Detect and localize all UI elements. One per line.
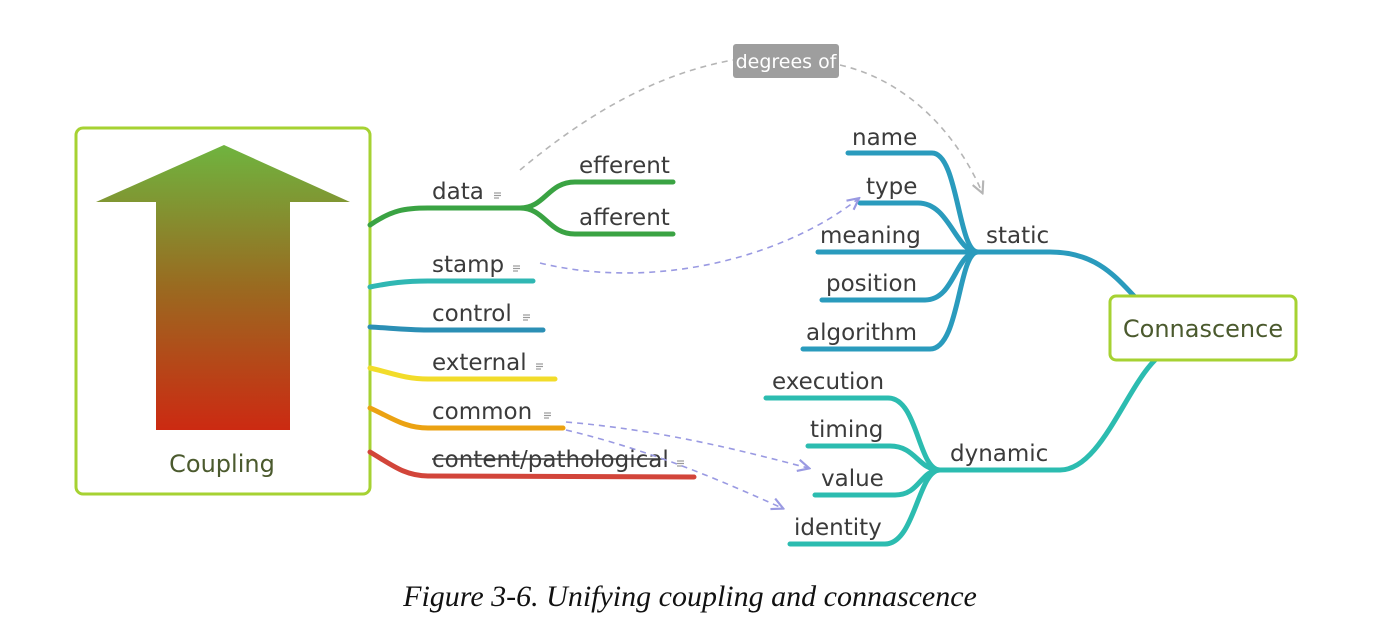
static-item-meaning: meaning: [820, 223, 921, 249]
connascence-box: Connascence: [1108, 294, 1298, 362]
note-icons: [494, 192, 684, 467]
coupling-type-external: external: [432, 350, 527, 376]
static-label: static: [986, 223, 1049, 249]
note-icon: [494, 192, 501, 199]
coupling-label: Coupling: [169, 450, 275, 478]
dynamic-item-identity: identity: [794, 515, 882, 541]
static-item-type: type: [866, 174, 917, 200]
static-item-algorithm: algorithm: [806, 320, 917, 346]
note-icon: [677, 460, 684, 467]
branch-static-line: [975, 249, 1137, 299]
degrees-of-badge: degrees of: [733, 44, 839, 78]
static-branches: [800, 150, 1137, 352]
connascence-labels: name type meaning position algorithm sta…: [772, 125, 1049, 541]
static-item-name: name: [852, 125, 917, 151]
branch-name-line: [845, 150, 981, 255]
static-item-position: position: [826, 271, 917, 297]
coupling-subtype-afferent: afferent: [579, 205, 670, 231]
note-icon: [523, 314, 530, 321]
badge-background: [733, 44, 839, 78]
connascence-box-border: [1108, 294, 1298, 362]
coupling-type-stamp: stamp: [432, 252, 504, 278]
relationship-arrows: [519, 59, 982, 508]
dynamic-branches: [763, 357, 1158, 547]
branch-content-line: [367, 449, 697, 480]
coupling-type-content: content/pathological: [432, 447, 669, 473]
stamp-to-type-arrow: [539, 199, 858, 274]
branch-dynamic-line: [937, 357, 1158, 473]
common-to-value-arrow: [565, 421, 808, 468]
branch-data-line: [367, 205, 523, 228]
degrees-of-arrow: [839, 64, 982, 192]
coupling-type-data: data: [432, 179, 484, 205]
degrees-of-label: degrees of: [736, 51, 838, 73]
dynamic-label: dynamic: [950, 441, 1048, 467]
branch-common-line: [367, 405, 566, 431]
note-icon: [544, 412, 551, 419]
note-icon: [536, 363, 543, 370]
common-to-identity-arrow: [565, 429, 782, 508]
connascence-label: Connascence: [1123, 315, 1283, 343]
coupling-subtype-efferent: efferent: [579, 153, 670, 179]
dynamic-item-timing: timing: [810, 417, 883, 443]
branch-stamp-line: [367, 278, 536, 290]
coupling-labels: data efferent afferent stamp control ext…: [432, 153, 670, 473]
degrees-of-line-left: [519, 59, 734, 171]
branch-algorithm-line: [800, 249, 981, 352]
arrow-up-icon: [96, 145, 350, 430]
coupling-type-common: common: [432, 399, 532, 425]
coupling-branches: [367, 179, 697, 480]
dynamic-item-execution: execution: [772, 369, 884, 395]
branch-external-line: [367, 365, 558, 382]
branch-control-line: [367, 324, 546, 333]
dynamic-item-value: value: [821, 466, 884, 492]
branch-identity-line: [787, 467, 943, 547]
coupling-box: Coupling: [74, 126, 372, 496]
note-icon: [513, 265, 520, 272]
branch-afferent-line: [517, 205, 676, 237]
coupling-type-control: control: [432, 301, 512, 327]
figure-caption: Figure 3-6. Unifying coupling and connas…: [402, 580, 977, 613]
